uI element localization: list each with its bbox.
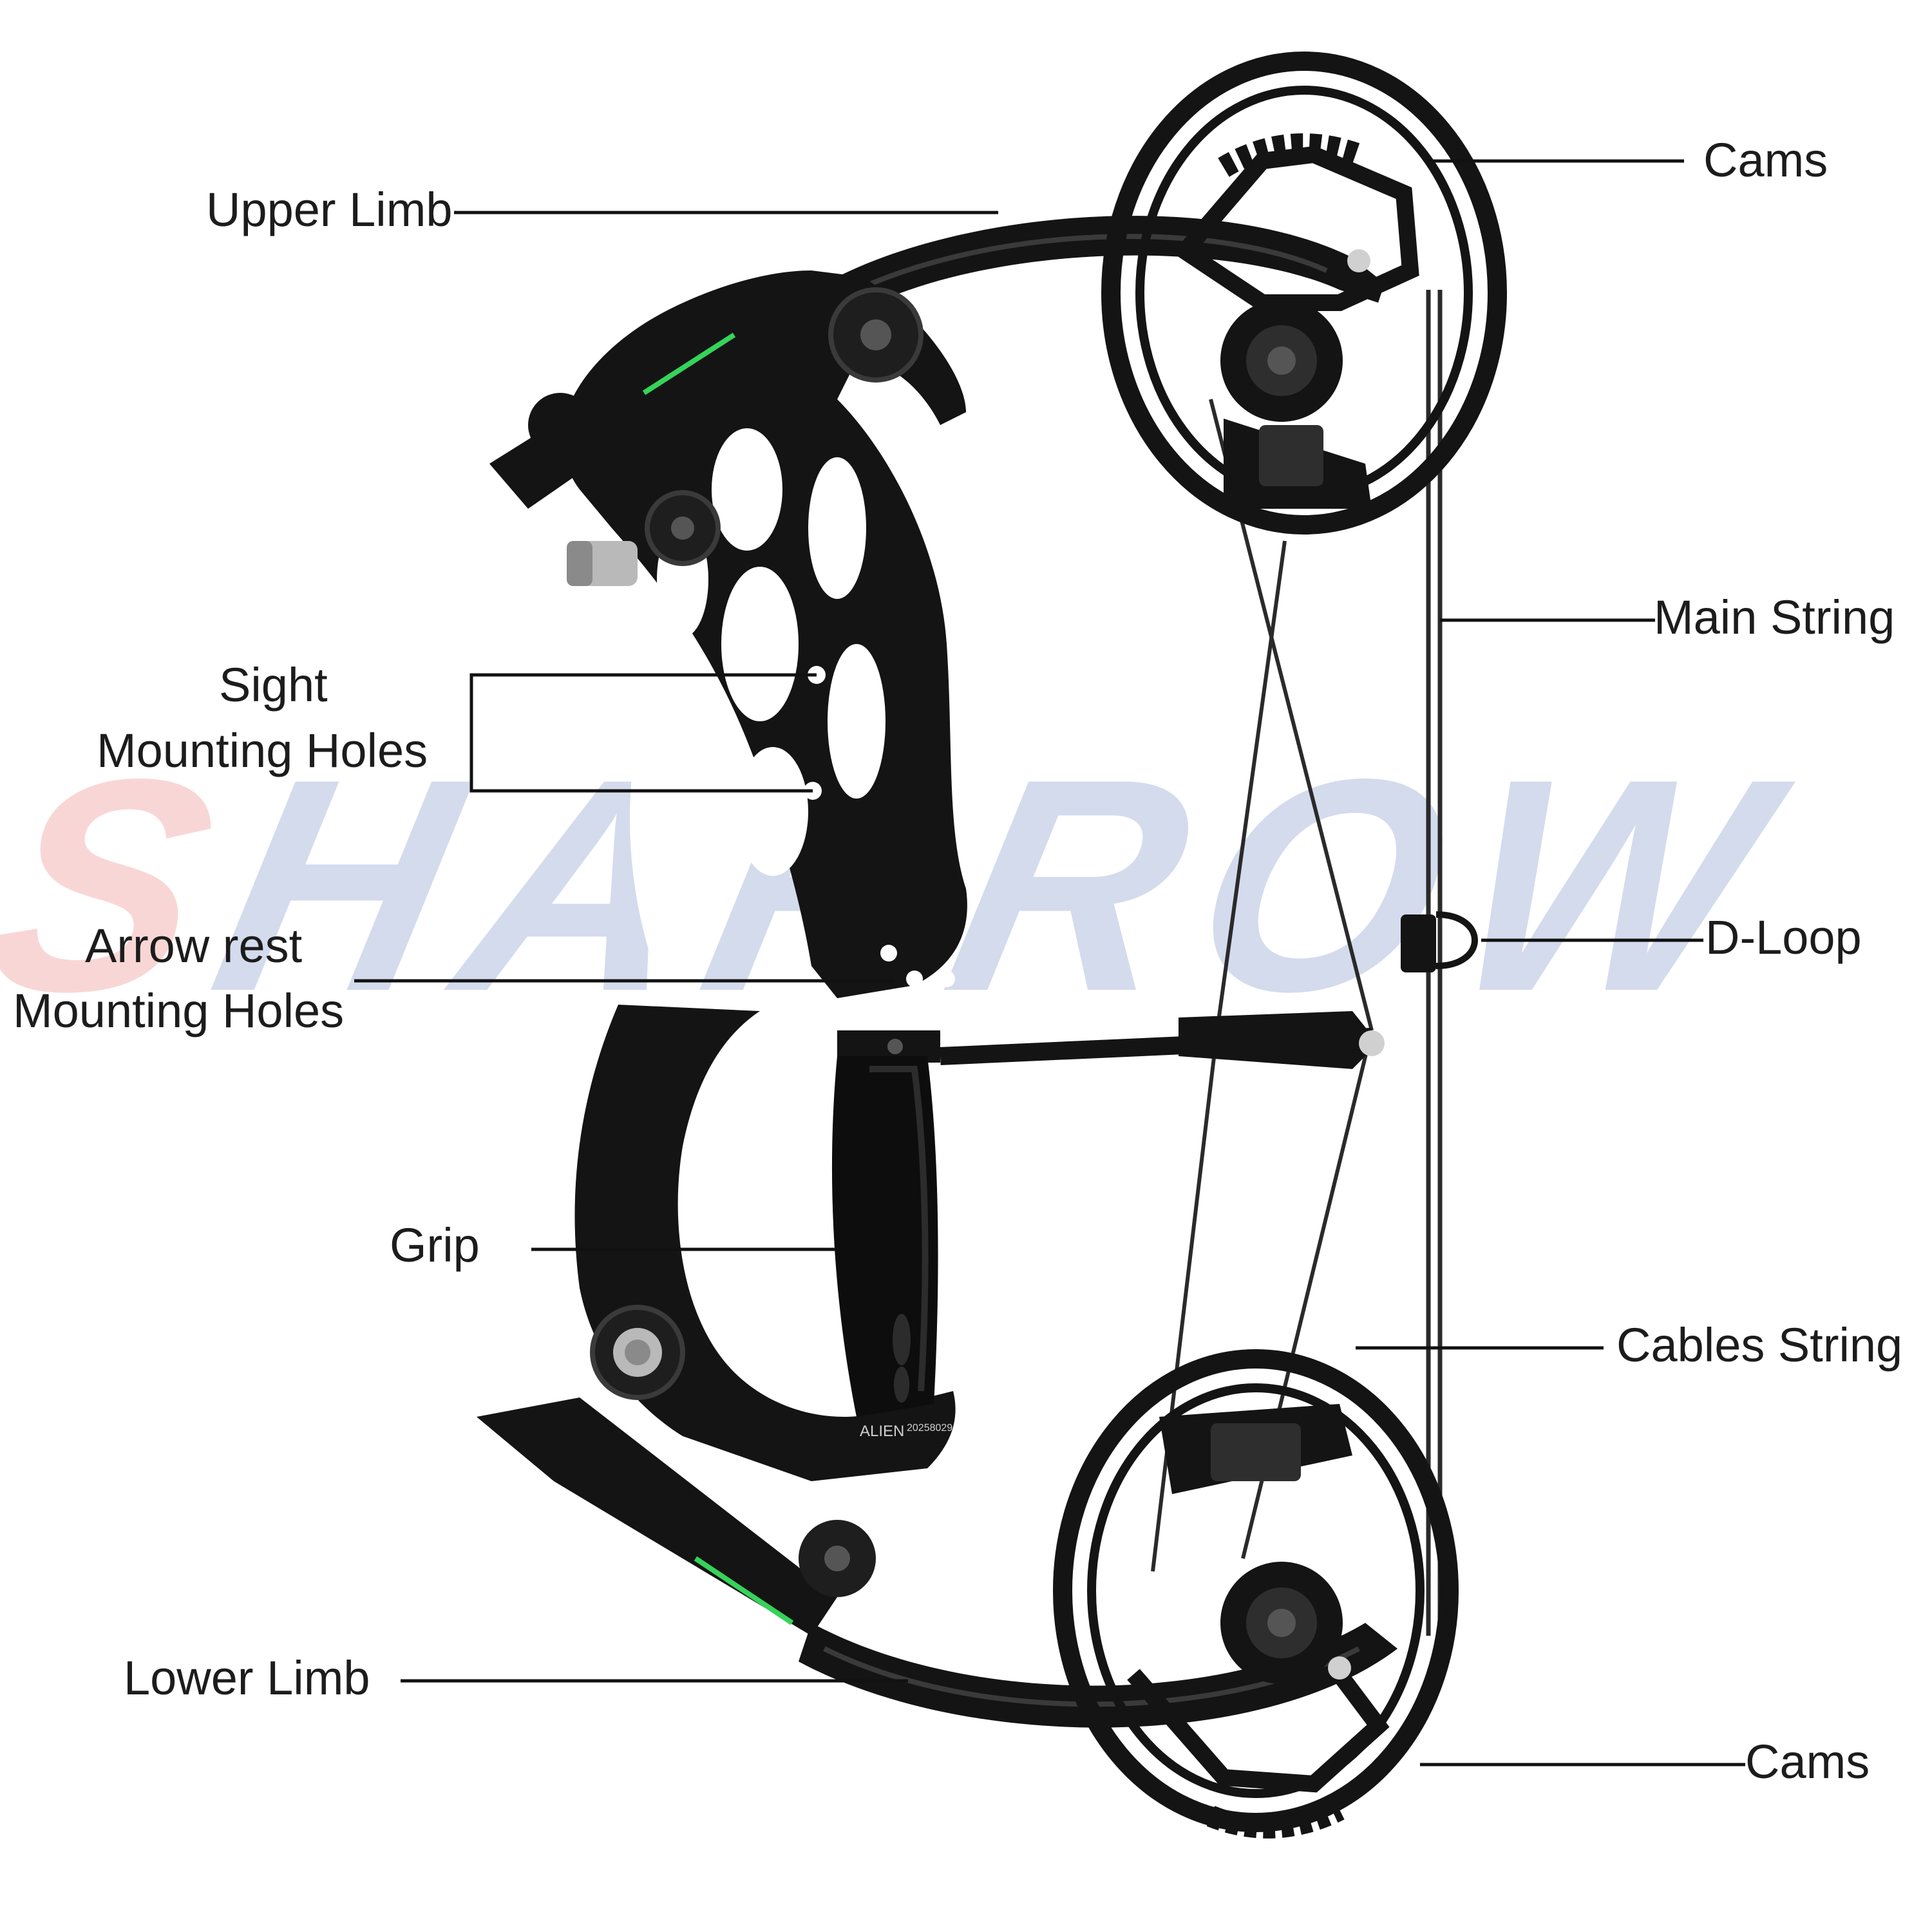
riser-stamp-model: ALIEN	[860, 1423, 904, 1440]
label-grip: Grip	[390, 1218, 480, 1272]
arrow-rest-hole-1	[880, 945, 897, 961]
label-upper-limb: Upper Limb	[206, 183, 453, 236]
label-d-loop: D-Loop	[1705, 911, 1862, 964]
arrow-rest-hole-3	[938, 971, 955, 987]
arrow-rest-hole-2	[906, 971, 923, 987]
label-cams-bottom: Cams	[1745, 1735, 1870, 1788]
grip: ALIEN 20258029	[831, 1056, 952, 1440]
riser	[477, 270, 1385, 1636]
bottom-cam	[1053, 1349, 1459, 1839]
upper-limb	[837, 216, 1385, 309]
label-arrow-rest-line1: Arrow rest	[85, 919, 303, 972]
d-loop	[1401, 911, 1478, 972]
label-arrow-rest-line2: Mounting Holes	[13, 984, 345, 1037]
leader-sight	[469, 673, 817, 793]
top-cam	[1101, 52, 1507, 535]
label-cams-top: Cams	[1703, 133, 1828, 187]
label-lower-limb: Lower Limb	[124, 1651, 370, 1705]
label-sight-line2: Mounting Holes	[97, 724, 428, 777]
leader-lines	[354, 159, 1745, 1766]
riser-stamp-serial: 20258029	[907, 1423, 952, 1434]
label-cables-string: Cables String	[1616, 1318, 1903, 1372]
label-main-string: Main String	[1654, 591, 1895, 644]
cables-string	[1151, 399, 1374, 1572]
label-sight-line1: Sight	[219, 658, 328, 712]
